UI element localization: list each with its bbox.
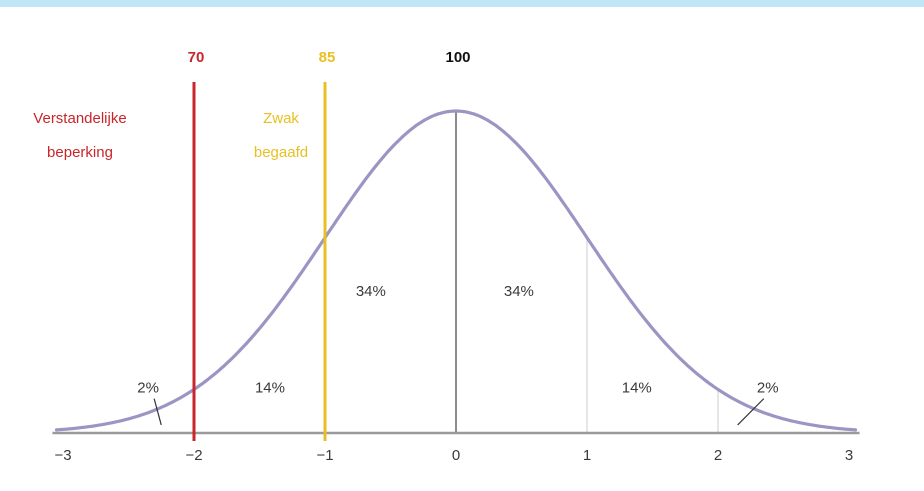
score-label-70: 70 xyxy=(188,49,205,66)
region-label: 34% xyxy=(356,283,386,300)
reference-label-70: Verstandelijke xyxy=(33,110,126,127)
reference-label-70: beperking xyxy=(47,144,113,161)
guide-lines xyxy=(324,111,719,433)
curve-layer xyxy=(54,109,858,432)
x-tick-label: 3 xyxy=(845,447,853,464)
score-label-100: 100 xyxy=(445,49,470,66)
pointer-line xyxy=(153,398,162,426)
pointer-line xyxy=(737,398,765,426)
x-tick-label: −2 xyxy=(185,447,202,464)
reference-label-85: begaafd xyxy=(254,144,308,161)
x-tick-label: −3 xyxy=(54,447,71,464)
x-tick-label: 2 xyxy=(714,447,722,464)
x-tick-label: 1 xyxy=(583,447,591,464)
x-tick-label: −1 xyxy=(316,447,333,464)
reference-label-85: Zwak xyxy=(263,110,299,127)
region-label: 14% xyxy=(622,380,652,397)
x-axis: −3 −2 −1 0 1 2 3 xyxy=(52,431,860,464)
region-label: 2% xyxy=(137,380,159,397)
region-labels: 34% 34% 14% 14% 2% 2% xyxy=(137,283,779,426)
region-label: 34% xyxy=(504,283,534,300)
region-label: 2% xyxy=(757,380,779,397)
bell-curve-series xyxy=(54,109,858,432)
region-label: 14% xyxy=(255,380,285,397)
x-tick-label: 0 xyxy=(452,447,460,464)
top-color-band xyxy=(0,0,924,7)
score-label-85: 85 xyxy=(319,49,336,66)
